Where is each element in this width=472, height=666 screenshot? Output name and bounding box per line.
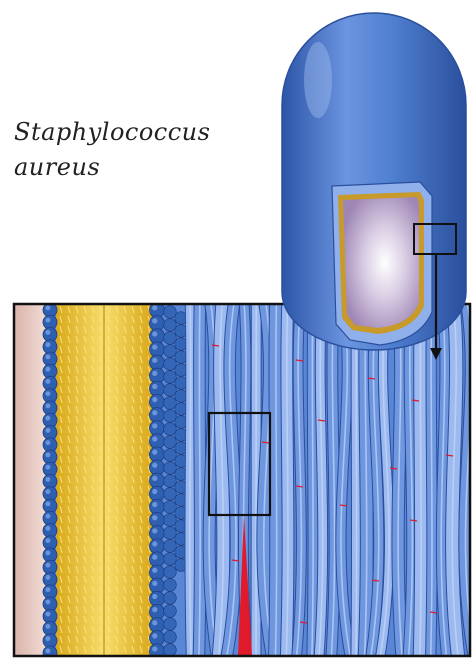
head-highlight (152, 318, 157, 323)
head-highlight (152, 515, 157, 520)
head-highlight (152, 397, 157, 402)
head-highlight (45, 354, 50, 359)
lipid-head (164, 449, 177, 462)
head-highlight (45, 489, 50, 494)
lipid-head (164, 475, 177, 488)
head-highlight (45, 563, 50, 568)
head-highlight (152, 594, 157, 599)
head-highlight (45, 514, 50, 519)
head-highlight (45, 452, 50, 457)
head-highlight (45, 318, 50, 323)
head-highlight (152, 410, 157, 415)
head-highlight (45, 379, 50, 384)
lipid-head (164, 488, 177, 501)
lipid-head (164, 345, 177, 358)
capsule-highlight (304, 42, 332, 118)
lipid-head (164, 410, 177, 423)
lipid-head (164, 605, 177, 618)
head-highlight (152, 345, 157, 350)
head-highlight (45, 648, 50, 653)
head-highlight (152, 489, 157, 494)
lipid-head (164, 592, 177, 605)
head-highlight (45, 465, 50, 470)
head-highlight (152, 358, 157, 363)
lipid-heads-inner (43, 303, 57, 660)
head-highlight (45, 550, 50, 555)
head-highlight (45, 342, 50, 347)
lipid-head (164, 332, 177, 345)
head-highlight (152, 436, 157, 441)
head-highlight (45, 526, 50, 531)
lipid-head (164, 631, 177, 644)
lipid-head (164, 423, 177, 436)
head-highlight (45, 612, 50, 617)
lipid-head (164, 501, 177, 514)
head-highlight (45, 575, 50, 580)
head-highlight (45, 391, 50, 396)
lipid-head (164, 618, 177, 631)
head-highlight (152, 371, 157, 376)
head-highlight (152, 450, 157, 455)
head-highlight (45, 416, 50, 421)
head-highlight (152, 646, 157, 651)
lipid-head (164, 397, 177, 410)
fiber-sheen (356, 300, 357, 660)
head-highlight (45, 367, 50, 372)
head-highlight (45, 440, 50, 445)
head-highlight (45, 501, 50, 506)
cell-wall-fibers (190, 300, 472, 660)
head-highlight (152, 502, 157, 507)
lipid-head (164, 566, 177, 579)
head-highlight (152, 620, 157, 625)
head-highlight (152, 528, 157, 533)
lipid-head (43, 646, 57, 660)
head-highlight (45, 428, 50, 433)
head-highlight (45, 305, 50, 310)
lipid-head (164, 462, 177, 475)
lipid-head (164, 371, 177, 384)
lipid-head (164, 306, 177, 319)
head-highlight (152, 423, 157, 428)
cell-interior (343, 197, 419, 328)
lipid-head (164, 644, 177, 657)
cytoplasm-region (14, 304, 46, 656)
head-highlight (152, 555, 157, 560)
head-highlight (45, 330, 50, 335)
head-highlight (152, 463, 157, 468)
head-highlight (152, 541, 157, 546)
organism-name-line-1: Staphylococcus (14, 118, 210, 146)
head-highlight (152, 607, 157, 612)
lipid-head (164, 384, 177, 397)
lipid-head (164, 436, 177, 449)
head-highlight (45, 587, 50, 592)
lipid-head (164, 514, 177, 527)
head-highlight (152, 633, 157, 638)
lipid-head (164, 358, 177, 371)
head-highlight (152, 305, 157, 310)
head-highlight (45, 624, 50, 629)
lipid-head (164, 553, 177, 566)
head-highlight (45, 477, 50, 482)
organism-name-line-2: aureus (14, 153, 100, 181)
head-highlight (45, 403, 50, 408)
bacterium-cell (282, 13, 466, 350)
head-highlight (152, 384, 157, 389)
lipid-head (164, 527, 177, 540)
head-highlight (45, 636, 50, 641)
head-highlight (152, 568, 157, 573)
lipid-head (164, 319, 177, 332)
head-highlight (152, 331, 157, 336)
head-highlight (152, 476, 157, 481)
head-highlight (45, 599, 50, 604)
magnified-panel (14, 300, 472, 660)
head-highlight (152, 581, 157, 586)
lipid-head (164, 579, 177, 592)
lipid-head (164, 540, 177, 553)
head-highlight (45, 538, 50, 543)
